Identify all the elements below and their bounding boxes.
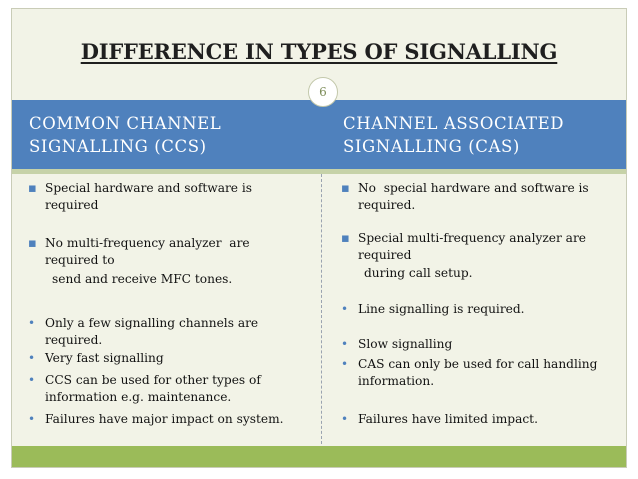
square-bullet-icon: ▪: [341, 231, 350, 246]
header-band: [12, 100, 626, 169]
left-bullet-3-cont: required.: [45, 333, 103, 347]
dot-bullet-icon: •: [341, 357, 349, 371]
right-bullet-5-cont: information.: [358, 374, 435, 388]
right-heading-line2: SIGNALLING (CAS): [343, 137, 520, 156]
left-bullet-1-cont: required: [45, 198, 99, 212]
left-heading-line1: COMMON CHANNEL: [29, 114, 222, 133]
left-column-heading: COMMON CHANNEL SIGNALLING (CCS): [29, 112, 221, 158]
dot-bullet-icon: •: [28, 412, 36, 426]
column-divider: [321, 174, 322, 444]
square-bullet-icon: ▪: [341, 181, 350, 196]
left-heading-line2: SIGNALLING (CCS): [29, 137, 207, 156]
dot-bullet-icon: •: [28, 373, 36, 387]
slide-number-badge: 6: [308, 77, 338, 107]
square-bullet-icon: ▪: [28, 181, 37, 196]
title-area: DIFFERENCE IN TYPES OF SIGNALLING: [12, 9, 626, 100]
right-bullet-1-cont: required.: [358, 198, 416, 212]
dot-bullet-icon: •: [341, 302, 349, 316]
dot-bullet-icon: •: [28, 316, 36, 330]
left-bullet-5-cont: information e.g. maintenance.: [45, 390, 232, 404]
left-bullet-2-cont: required to: [45, 253, 115, 267]
right-heading-line1: CHANNEL ASSOCIATED: [343, 114, 565, 133]
right-column-heading: CHANNEL ASSOCIATED SIGNALLING (CAS): [343, 112, 564, 158]
left-bullet-2-cont2: send and receive MFC tones.: [52, 272, 233, 286]
right-bullet-2-cont2: during call setup.: [364, 266, 473, 280]
slide-frame: DIFFERENCE IN TYPES OF SIGNALLING COMMON…: [11, 8, 627, 468]
dot-bullet-icon: •: [28, 351, 36, 365]
right-bullet-2-cont: required: [358, 248, 412, 262]
dot-bullet-icon: •: [341, 337, 349, 351]
slide-title: DIFFERENCE IN TYPES OF SIGNALLING: [80, 39, 558, 64]
footer-band: [12, 446, 626, 467]
dot-bullet-icon: •: [341, 412, 349, 426]
header-accent-line: [12, 169, 626, 174]
square-bullet-icon: ▪: [28, 236, 37, 251]
